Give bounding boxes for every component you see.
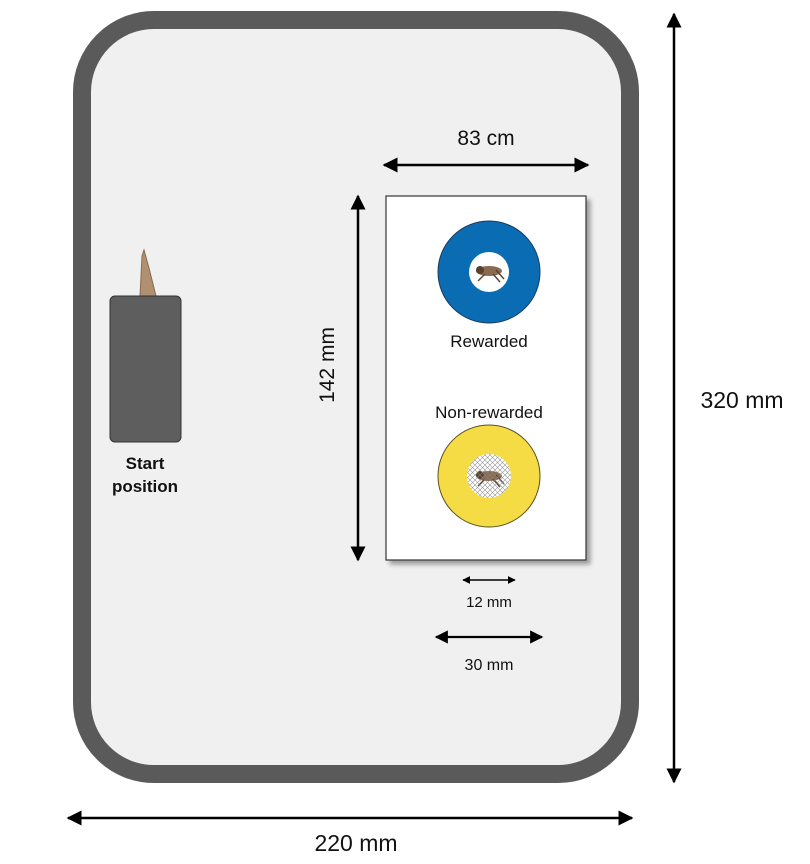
inner-diameter-label: 12 mm xyxy=(466,594,512,611)
non-rewarded-label: Non-rewarded xyxy=(435,403,543,422)
outer-diameter-label: 30 mm xyxy=(465,657,514,674)
arena-height-label: 320 mm xyxy=(700,387,783,413)
cricket-icon xyxy=(476,266,505,283)
start-label-line1: Start xyxy=(126,454,165,473)
arena-width-label: 220 mm xyxy=(314,830,397,856)
mesh-cover xyxy=(467,454,511,498)
card-height-label: 142 mm xyxy=(316,327,339,403)
card-width-label: 83 cm xyxy=(457,127,514,150)
start-label-line2: position xyxy=(112,477,178,496)
rewarded-label: Rewarded xyxy=(450,332,528,351)
start-box xyxy=(109,295,182,443)
